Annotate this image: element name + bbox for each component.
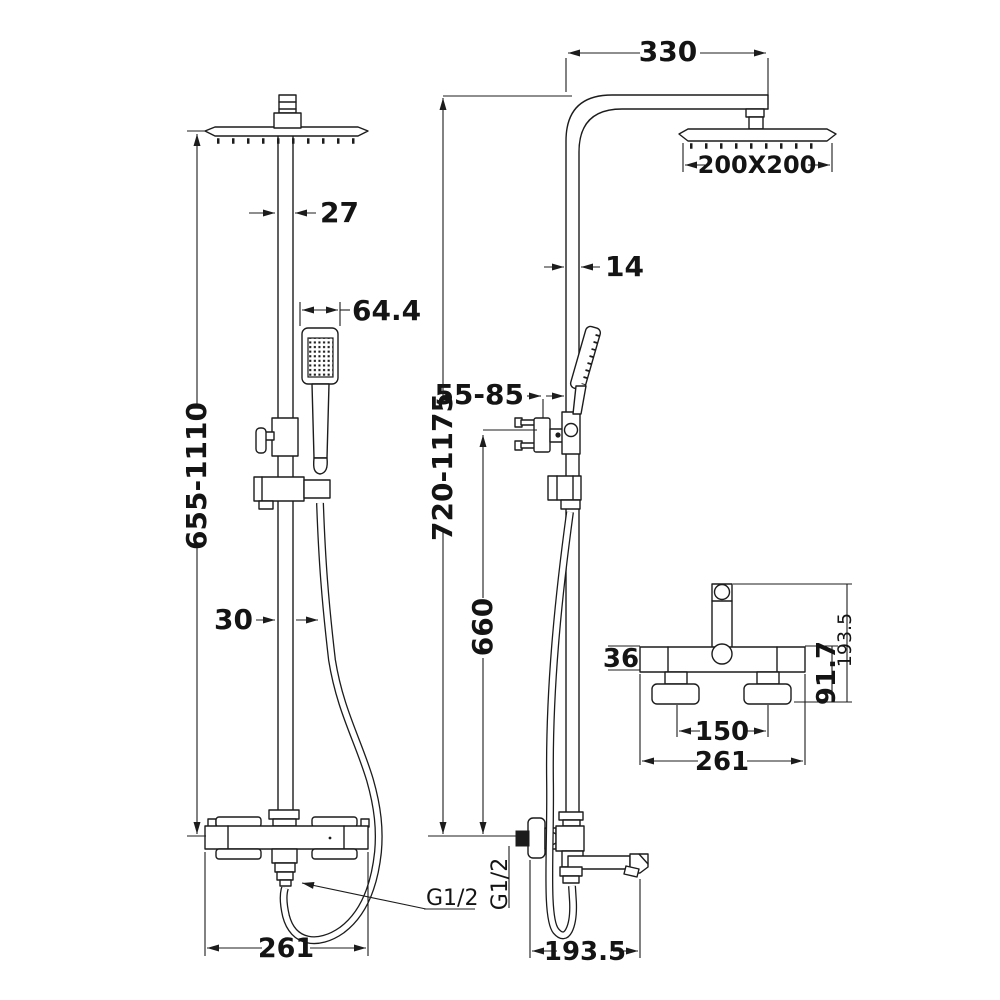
dim-side-arm-reach: 330	[565, 35, 769, 105]
dim-label-total-height: 193.5	[834, 613, 856, 667]
dim-label-handle-height: 91.7	[812, 641, 842, 705]
shower-hose-side	[545, 511, 578, 940]
riser-pipe-front	[277, 135, 294, 813]
dim-side-valve-depth: 193.5	[529, 860, 641, 967]
front-view: 655-1110 27 64.4 30 261	[180, 94, 478, 964]
hand-shower-face	[307, 337, 334, 378]
dim-label-hose-offset: 30	[214, 603, 253, 636]
dim-detail-total-height: 193.5	[733, 583, 856, 702]
dim-label-pipe-depth: 14	[605, 250, 644, 283]
thermostatic-valve-front	[204, 809, 370, 887]
side-view: 330 200X200 14 55-85 720-1175	[426, 35, 837, 967]
rain-shower-head-side	[678, 108, 837, 149]
dim-label-valve-to-bracket: 660	[466, 598, 499, 656]
dim-label-height-range-front: 655-1110	[180, 402, 213, 550]
dim-side-head-size: 200X200	[682, 143, 833, 179]
dim-front-outlet-thread: G1/2	[301, 882, 478, 911]
dim-detail-body-height: 36	[603, 644, 640, 674]
dim-label-body-height: 36	[603, 644, 639, 674]
dim-front-valve-width: 261	[204, 852, 369, 964]
dim-side-inlet-thread: G1/2	[488, 846, 513, 910]
handset-holder-front	[253, 476, 331, 510]
rain-shower-head-front	[204, 94, 369, 144]
dim-label-inlet-thread-side: G1/2	[488, 858, 513, 910]
dim-label-pipe-width: 27	[320, 196, 359, 229]
dim-side-bracket-range: 55-85	[434, 378, 564, 418]
dim-front-hose-offset: 30	[214, 603, 318, 636]
shower-hose-front	[279, 502, 383, 945]
dim-label-valve-depth: 193.5	[544, 937, 626, 967]
dim-detail-inlet-spacing: 150	[676, 705, 769, 747]
dim-detail-handle-height: 91.7	[794, 641, 852, 705]
hand-shower-front	[301, 327, 339, 475]
wall-bracket-side	[514, 411, 581, 455]
bath-valve-side	[515, 811, 649, 884]
valve-detail-view: 36 91.7 193.5 150 261	[603, 583, 856, 777]
dim-front-pipe-width: 27	[249, 196, 359, 229]
dim-label-arm-reach: 330	[639, 35, 697, 68]
hand-shower-side	[569, 325, 602, 415]
dim-label-inlet-spacing: 150	[695, 717, 749, 747]
dim-label-outlet-thread-front: G1/2	[426, 886, 478, 911]
dim-side-pipe-depth: 14	[544, 250, 644, 283]
dim-side-height-range: 720-1175	[426, 95, 572, 837]
dim-label-head-size: 200X200	[698, 151, 817, 179]
slide-lock-front	[255, 417, 299, 457]
dim-detail-body-width: 261	[639, 674, 806, 777]
dim-label-bracket-range: 55-85	[434, 378, 524, 411]
hose-connector-side	[547, 475, 582, 510]
dim-label-height-range-side: 720-1175	[426, 393, 459, 541]
dim-label-body-width-detail: 261	[695, 747, 749, 777]
valve-detail-body	[639, 583, 806, 705]
dim-front-height-range: 655-1110	[180, 130, 213, 837]
dim-side-valve-to-bracket: 660	[466, 429, 537, 834]
dim-label-valve-width-front: 261	[258, 933, 314, 964]
dim-front-handset-width: 64.4	[299, 294, 421, 327]
dim-label-handset-width: 64.4	[352, 294, 421, 327]
